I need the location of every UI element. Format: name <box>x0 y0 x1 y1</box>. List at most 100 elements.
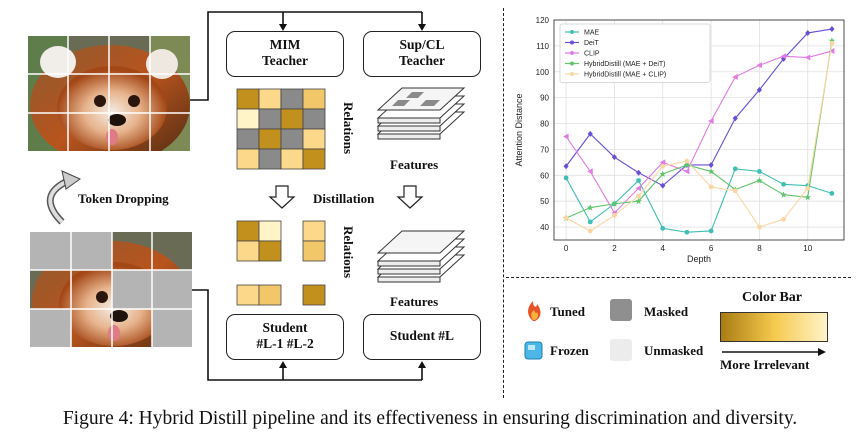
legend-unmasked: Unmasked <box>644 343 704 358</box>
distillation-label: Distillation <box>313 191 375 206</box>
sup-teacher-line1: Sup/CL <box>399 37 445 52</box>
horizontal-divider <box>506 277 851 278</box>
distillation-arrows <box>268 185 424 209</box>
data-point <box>563 215 569 221</box>
data-point <box>708 161 714 168</box>
legend-entry: HybridDistill (MAE + CLIP) <box>584 72 666 79</box>
data-point <box>635 185 642 192</box>
token-dropping-arrow <box>46 170 82 225</box>
student-right-label: Student #L <box>389 328 455 343</box>
series-line <box>565 50 833 214</box>
data-point <box>828 48 835 55</box>
data-point <box>804 54 811 61</box>
data-point <box>636 178 641 183</box>
data-point <box>587 219 593 225</box>
data-point <box>635 169 642 176</box>
data-point <box>805 185 811 191</box>
plot-frame <box>553 19 845 241</box>
features-label-bottom: Features <box>390 294 439 309</box>
data-point <box>780 55 787 62</box>
data-point <box>756 62 762 69</box>
data-point <box>829 191 835 196</box>
data-point <box>660 163 666 169</box>
data-point <box>683 161 691 168</box>
relations-label-bottom: Relations <box>341 226 356 278</box>
series-line <box>565 28 833 187</box>
student-left-line2: #L-1 #L-2 <box>256 336 314 351</box>
mim-teacher-box: MIM Teacher <box>226 31 344 77</box>
data-point <box>683 168 690 175</box>
sup-teacher-box: Sup/CL Teacher <box>363 31 481 77</box>
data-point <box>587 130 593 137</box>
legend-masked: Masked <box>644 304 689 319</box>
data-point <box>805 29 811 36</box>
color-bar <box>720 312 828 342</box>
legend-panel: Tuned Frozen Masked Unmasked Color Bar M… <box>510 285 850 395</box>
pipeline-diagram <box>28 11 466 381</box>
y-tick-label: 100 <box>536 68 550 77</box>
data-point <box>756 177 763 184</box>
figure-caption: Figure 4: Hybrid Distill pipeline and it… <box>62 408 798 429</box>
series-line <box>565 168 833 233</box>
mim-teacher-line1: MIM <box>269 37 301 52</box>
data-point <box>829 40 835 46</box>
y-tick-label: 60 <box>540 171 549 180</box>
data-point <box>732 188 738 194</box>
more-irrelevant-arrow <box>722 348 826 356</box>
masked-swatch <box>610 299 632 321</box>
data-point <box>732 166 738 172</box>
data-point <box>829 26 835 33</box>
data-point <box>708 228 714 234</box>
teacher-features-stack <box>376 87 466 140</box>
data-point <box>612 213 617 218</box>
data-point <box>804 194 811 201</box>
data-point <box>587 228 593 234</box>
ice-cube-icon <box>524 341 543 360</box>
y-tick-label: 90 <box>540 94 549 103</box>
y-tick-label: 50 <box>540 197 549 206</box>
teacher-relation-matrix <box>236 88 326 170</box>
more-irrelevant-label: More Irrelevant <box>720 357 810 372</box>
masked-red-panda-image <box>30 232 192 347</box>
data-point <box>587 204 594 211</box>
data-point <box>732 115 738 122</box>
legend-marker <box>570 30 574 34</box>
student-left-line1: Student <box>262 320 308 335</box>
chart-legend-box <box>559 23 711 83</box>
y-tick-label: 80 <box>540 120 549 129</box>
legend-marker <box>570 72 574 76</box>
data-point <box>757 224 762 230</box>
connector-bottom <box>192 289 422 381</box>
series-line <box>565 40 833 219</box>
data-point <box>563 175 569 181</box>
unmasked-swatch <box>610 339 632 361</box>
connector-top <box>190 11 422 101</box>
data-point <box>780 53 787 60</box>
data-point <box>707 168 715 175</box>
student-right-box: Student #L <box>363 314 481 360</box>
x-tick-label: 10 <box>803 244 812 253</box>
data-point <box>757 169 762 174</box>
legend-entry: HybridDistill (MAE + DeiT) <box>584 61 665 68</box>
student-features-stack <box>376 230 466 283</box>
data-point <box>636 193 641 199</box>
y-tick-label: 120 <box>536 16 550 25</box>
features-label-top: Features <box>390 157 439 172</box>
data-point <box>611 200 618 207</box>
x-tick-label: 8 <box>757 244 762 253</box>
vertical-divider <box>503 8 504 398</box>
y-tick-label: 40 <box>540 223 549 232</box>
data-point <box>780 191 787 198</box>
mim-teacher-line2: Teacher <box>262 53 308 68</box>
data-point <box>684 229 690 235</box>
legend-marker <box>570 61 574 66</box>
data-point <box>708 184 714 190</box>
legend-entry: CLIP <box>584 51 600 58</box>
data-point <box>659 170 666 177</box>
series-line <box>565 43 833 232</box>
red-panda-image <box>28 36 190 151</box>
data-point <box>732 73 738 80</box>
student-relation-matrix <box>236 220 326 306</box>
x-tick-label: 6 <box>709 244 714 253</box>
